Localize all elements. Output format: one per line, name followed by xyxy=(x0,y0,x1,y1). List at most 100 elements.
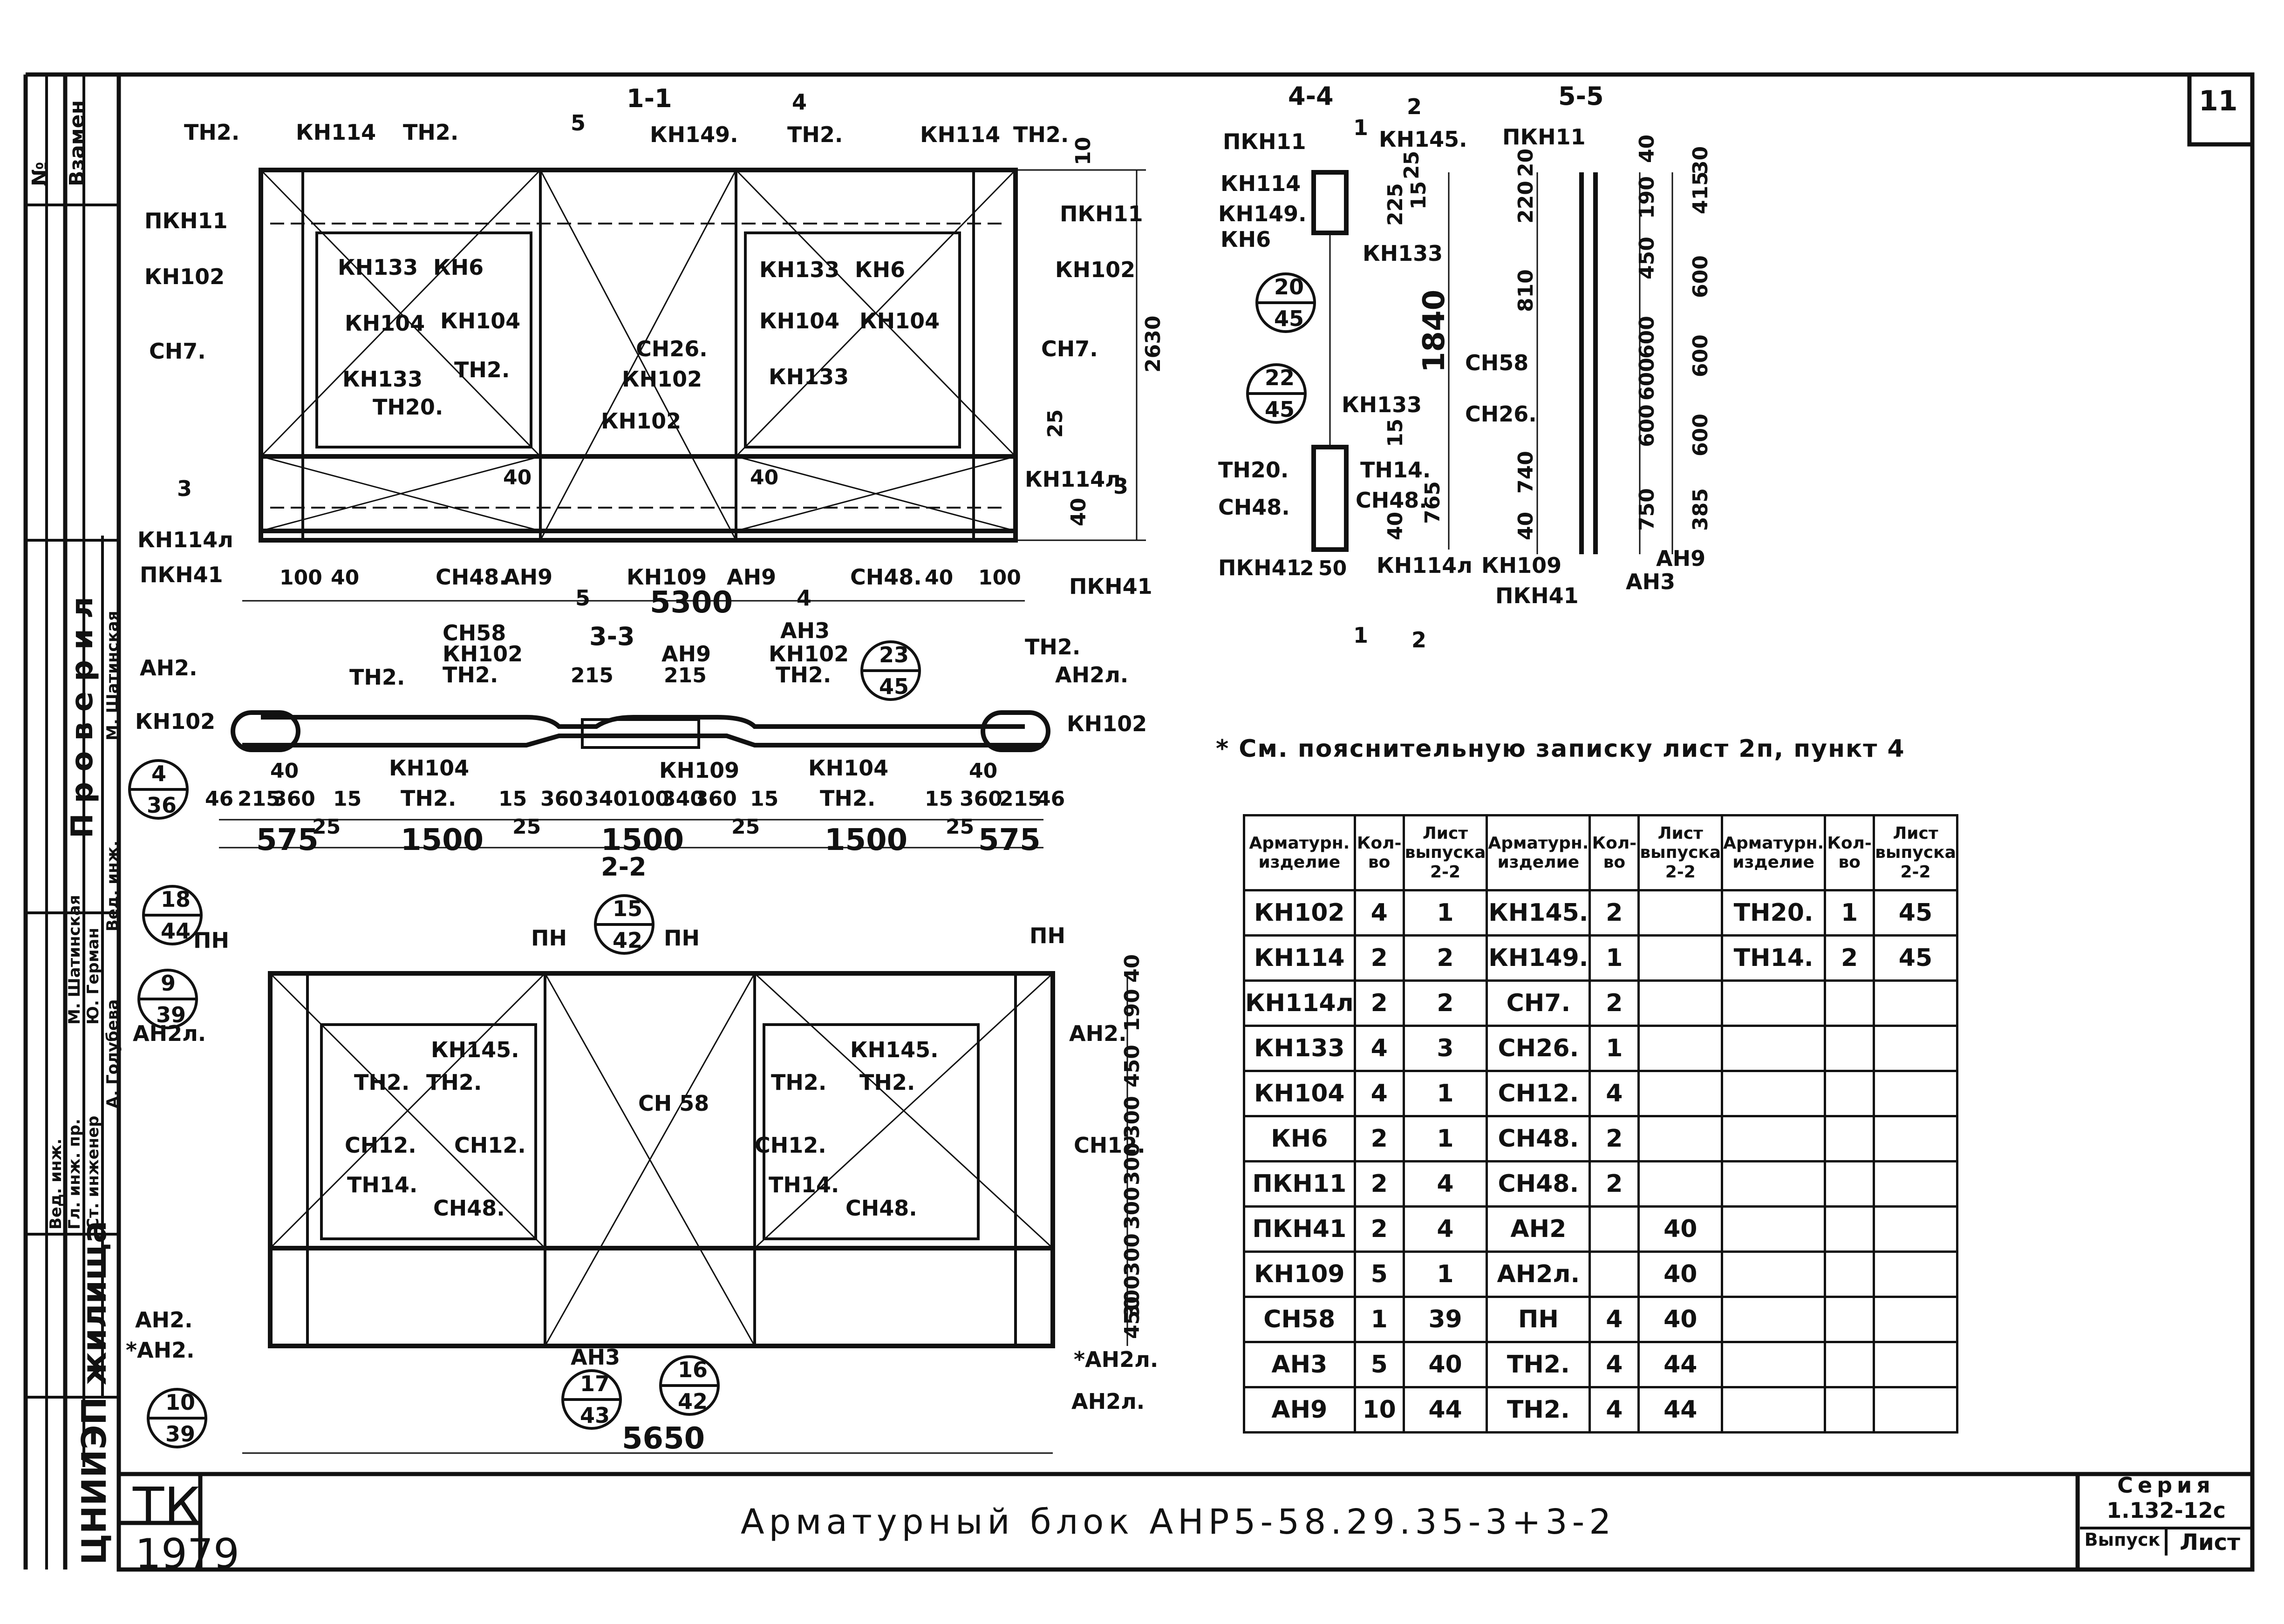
table-cell: 2 xyxy=(1589,979,1640,1027)
svg-text:300: 300 xyxy=(1120,1275,1144,1318)
table-cell: СН48. xyxy=(1486,1160,1591,1208)
table-cell xyxy=(1637,979,1724,1027)
svg-text:СН12.: СН12. xyxy=(1074,1133,1145,1158)
sheet-number-box xyxy=(2187,72,2255,147)
svg-text:СН48.: СН48. xyxy=(436,564,507,590)
view-5-5 xyxy=(1536,172,1673,554)
svg-text:КН109: КН109 xyxy=(659,758,739,783)
column-header: Арматурн. изделие xyxy=(1486,814,1591,891)
explanatory-note: * См. пояснительную записку лист 2п, пун… xyxy=(1216,735,1905,763)
svg-text:220: 220 xyxy=(1514,181,1538,224)
svg-text:КН104: КН104 xyxy=(808,755,888,781)
svg-text:КН114л: КН114л xyxy=(1377,553,1473,578)
column-header: Арматурн. изделие xyxy=(1721,814,1827,891)
svg-text:КН133: КН133 xyxy=(338,255,418,280)
table-cell: 4 xyxy=(1353,889,1405,937)
svg-text:КН102: КН102 xyxy=(135,709,215,734)
table-cell xyxy=(1721,1070,1827,1117)
svg-text:ПН: ПН xyxy=(664,925,700,951)
table-cell xyxy=(1721,1296,1827,1343)
svg-text:50: 50 xyxy=(1318,557,1347,580)
svg-text:40: 40 xyxy=(270,759,299,783)
svg-text:385: 385 xyxy=(1689,488,1712,531)
side-number-label: № xyxy=(28,162,52,186)
series-stamp: Серия 1.132-12с Выпуск Лист xyxy=(2080,1473,2252,1556)
svg-text:АН2л.: АН2л. xyxy=(133,1021,206,1046)
svg-text:2630: 2630 xyxy=(1141,316,1165,373)
svg-text:КН114л: КН114л xyxy=(137,527,233,552)
cut-mark-1: 1 xyxy=(1353,623,1368,648)
svg-text:КН114: КН114 xyxy=(296,120,376,145)
table-cell xyxy=(1721,1341,1827,1388)
view-2-2-labels: ПН ПН ПН ПН АН2л. АН2. КН145. КН145. ТН2… xyxy=(126,923,1158,1414)
svg-text:КН102: КН102 xyxy=(1055,257,1135,282)
svg-text:575: 575 xyxy=(978,823,1041,857)
svg-text:ТН2.: ТН2. xyxy=(454,357,510,382)
svg-text:СН7.: СН7. xyxy=(149,339,206,364)
section-title-1-1: 1-1 xyxy=(627,84,672,113)
table-cell xyxy=(1637,934,1724,982)
svg-text:ТН2.: ТН2. xyxy=(820,786,875,811)
svg-text:СН48.: СН48. xyxy=(850,564,922,590)
svg-text:36: 36 xyxy=(147,793,177,818)
svg-text:КН114: КН114 xyxy=(1220,171,1301,196)
svg-text:СН26.: СН26. xyxy=(636,336,708,361)
table-cell: 40 xyxy=(1637,1296,1724,1343)
issue-label: Выпуск xyxy=(2080,1529,2168,1556)
svg-text:АН3: АН3 xyxy=(571,1345,620,1370)
svg-text:АН9: АН9 xyxy=(503,564,552,590)
table-cell: 2 xyxy=(1589,1160,1640,1208)
svg-text:СН58: СН58 xyxy=(1465,350,1528,375)
svg-text:575: 575 xyxy=(256,823,319,857)
column-header: Лист выпуска 2-2 xyxy=(1637,814,1724,891)
svg-text:ТН2.: ТН2. xyxy=(349,665,405,690)
section-title-2-2: 2-2 xyxy=(601,852,647,882)
table-cell: КН102 xyxy=(1243,889,1356,937)
table-cell: 44 xyxy=(1637,1341,1724,1388)
cut-mark-1: 1 xyxy=(1353,115,1368,140)
table-cell: КН6 xyxy=(1243,1115,1356,1162)
table-cell: КН114 xyxy=(1243,934,1356,982)
table-cell xyxy=(1721,1025,1827,1072)
side-role: Гл. инж. пр. xyxy=(65,1119,84,1230)
svg-text:25: 25 xyxy=(1400,151,1424,179)
svg-text:1500: 1500 xyxy=(825,823,907,857)
svg-text:КН133: КН133 xyxy=(759,257,839,282)
table-cell xyxy=(1824,979,1875,1027)
svg-text:450: 450 xyxy=(1120,1045,1144,1087)
cut-mark-2: 2 xyxy=(1411,627,1426,652)
table-cell: АН3 xyxy=(1243,1341,1356,1388)
svg-text:5650: 5650 xyxy=(622,1421,705,1456)
svg-text:ПКН41: ПКН41 xyxy=(1218,555,1302,580)
table-cell: СН7. xyxy=(1486,979,1591,1027)
table-cell xyxy=(1824,1160,1875,1208)
table-cell: 2 xyxy=(1824,934,1875,982)
svg-text:42: 42 xyxy=(613,928,642,953)
organization-name: ЦНИИЭП жилища xyxy=(75,1220,114,1565)
cut-mark-5: 5 xyxy=(575,585,590,611)
cut-mark-3: 3 xyxy=(1113,474,1128,499)
table-cell xyxy=(1721,1160,1827,1208)
svg-text:АН9: АН9 xyxy=(727,564,776,590)
svg-text:360: 360 xyxy=(694,787,737,811)
svg-text:2: 2 xyxy=(1300,557,1314,580)
table-cell xyxy=(1824,1025,1875,1072)
table-cell: 4 xyxy=(1353,1025,1405,1072)
svg-text:750: 750 xyxy=(1635,488,1659,531)
table-cell: 2 xyxy=(1353,979,1405,1027)
svg-text:ТН20.: ТН20. xyxy=(373,394,443,420)
table-cell: АН9 xyxy=(1243,1386,1356,1434)
table-cell: 4 xyxy=(1402,1205,1488,1253)
svg-text:СН7.: СН7. xyxy=(1041,336,1098,361)
svg-text:360: 360 xyxy=(540,787,583,811)
svg-text:765: 765 xyxy=(1421,481,1445,524)
svg-text:ТН2.: ТН2. xyxy=(443,662,498,687)
svg-text:450: 450 xyxy=(1120,1296,1144,1339)
table-header-row: Арматурн. изделие Кол-во Лист выпуска 2-… xyxy=(1243,814,1958,891)
svg-text:КН114л: КН114л xyxy=(1025,467,1121,492)
svg-text:23: 23 xyxy=(879,642,909,667)
svg-text:КН145.: КН145. xyxy=(431,1037,519,1062)
